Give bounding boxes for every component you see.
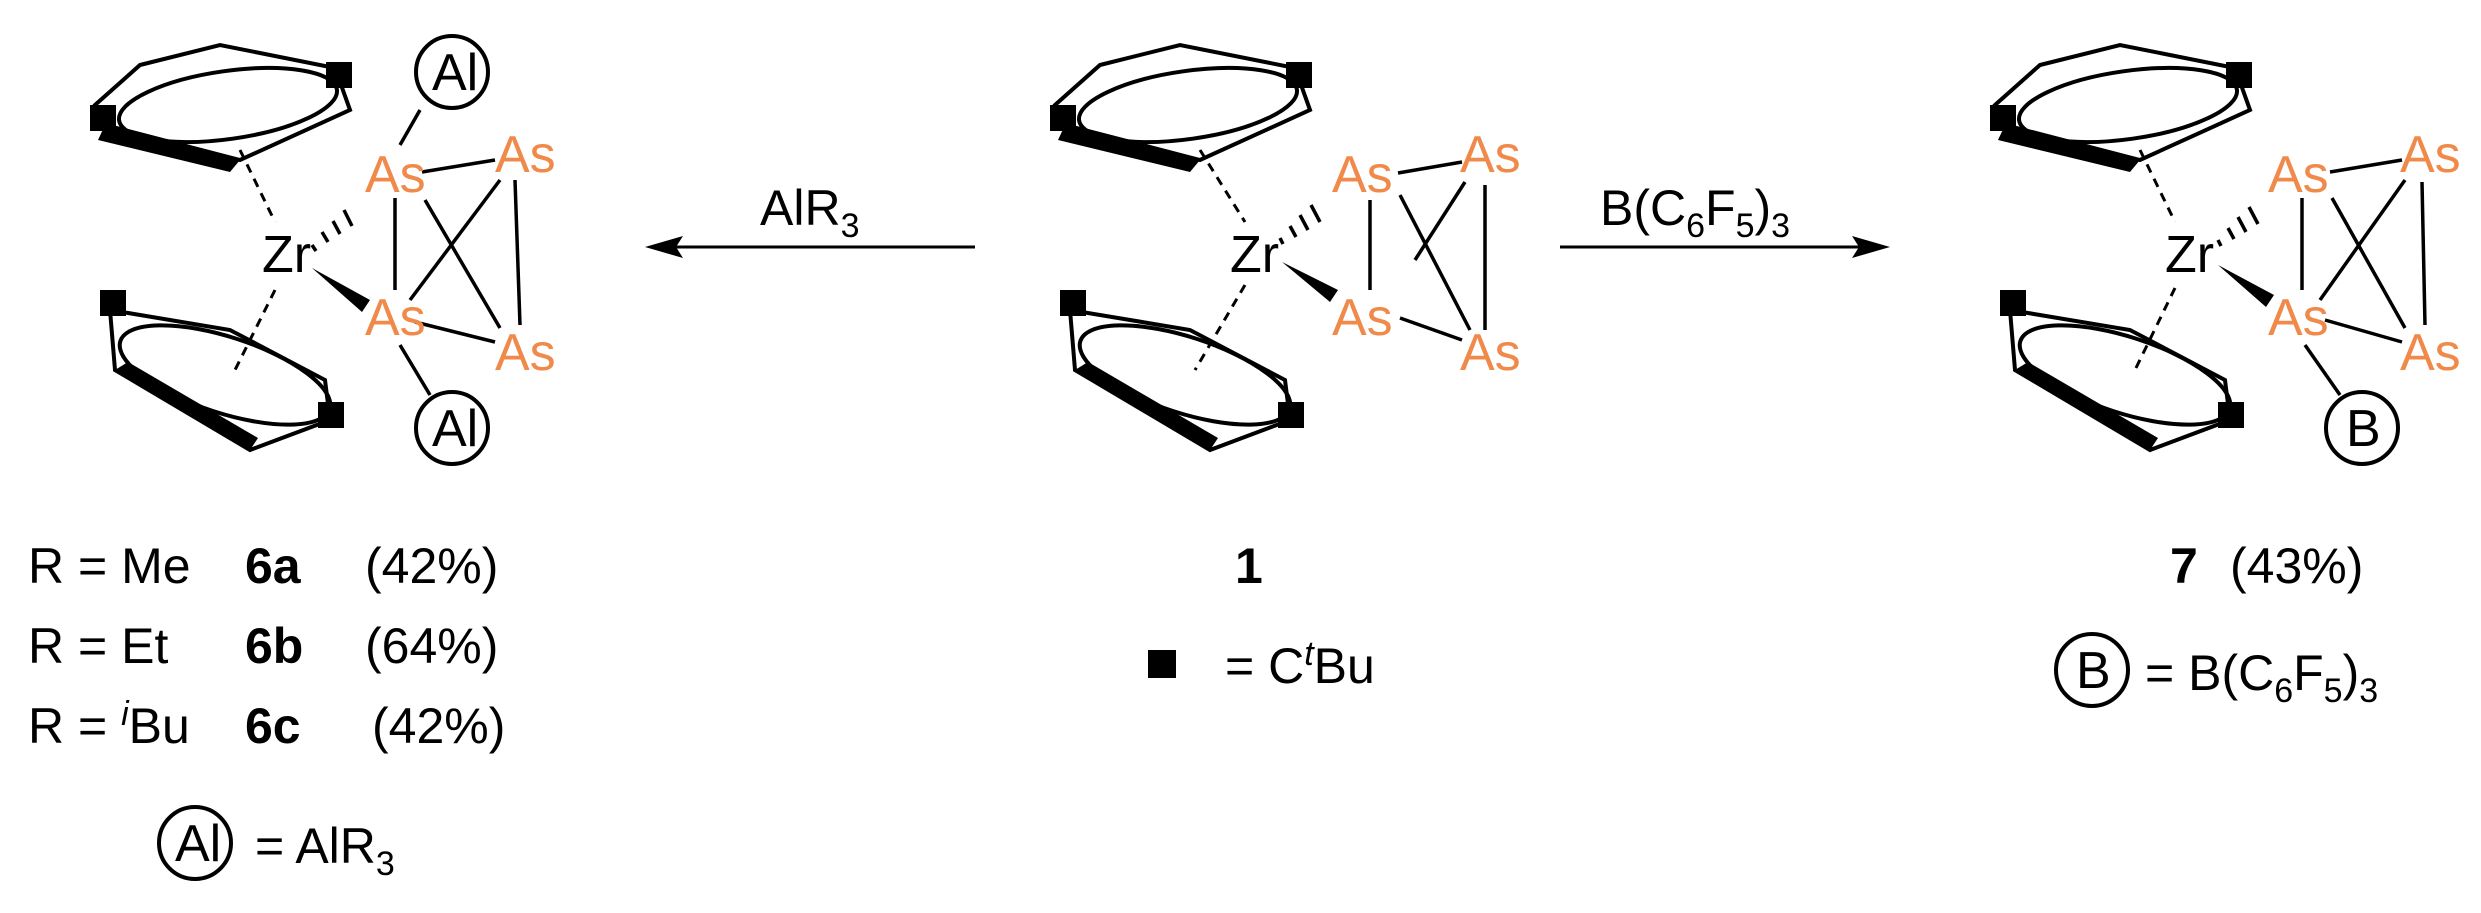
compound-6-structure: Al Al Zr As As As As <box>88 34 556 466</box>
r-label: R = iBu <box>28 695 190 754</box>
as-atom: As <box>1460 126 1521 184</box>
hashed-wedge-bond <box>2216 206 2260 247</box>
cp-ligand-upper <box>88 43 354 174</box>
bcf-legend-text: = B(C6F5)3 <box>2145 645 2378 710</box>
yield: (64%) <box>365 618 498 674</box>
reaction-arrow-alr3: AlR3 <box>645 180 975 258</box>
cp-ligand-lower <box>1998 288 2246 452</box>
reagent-bcf: B(C6F5)3 <box>1600 180 1790 245</box>
as-atom: As <box>495 324 556 382</box>
compound-number: 6a <box>245 538 302 594</box>
circled-al-bottom <box>414 390 490 466</box>
compound-1-labels: 1 = CtBu <box>1148 538 1375 694</box>
cp-ligand-upper <box>1988 43 2254 174</box>
as-atom: As <box>2400 324 2461 382</box>
zr-atom: Zr <box>2165 226 2214 284</box>
hashed-wedge-bond <box>1278 204 1322 245</box>
zr-atom: Zr <box>1230 226 1279 284</box>
as-atom: As <box>365 146 426 204</box>
square-marker <box>1148 650 1176 678</box>
ctbu-legend: = CtBu <box>1225 635 1375 694</box>
cp-ligand-lower <box>98 288 346 452</box>
cp-ligand-upper <box>1048 43 1314 174</box>
as-atom: As <box>2400 126 2461 184</box>
circled-al-legend <box>157 805 233 881</box>
compound-1-structure: Zr As As As As <box>1048 43 1521 452</box>
cp-ligand-lower <box>1058 288 1306 452</box>
compound-6-table: R = Me 6a (42%) R = Et 6b (64%) R = iBu … <box>28 538 505 883</box>
as-atom: As <box>2268 146 2329 204</box>
yield: (43%) <box>2230 538 2363 594</box>
r-label: R = Et <box>28 618 168 674</box>
compound-number: 7 <box>2170 538 2198 594</box>
solid-wedge-bond <box>2218 265 2274 307</box>
circled-b-legend <box>2054 632 2130 708</box>
as-atom: As <box>1460 324 1521 382</box>
compound-number: 6b <box>245 618 303 674</box>
b-legend-symbol: B <box>2076 642 2111 700</box>
compound-7-structure: B Zr As As As As <box>1988 43 2461 466</box>
circled-b <box>2324 390 2400 466</box>
al-label-top: Al <box>432 44 478 102</box>
compound-7-labels: 7 (43%) B = B(C6F5)3 <box>2054 538 2378 710</box>
zr-atom: Zr <box>262 226 311 284</box>
as-atom: As <box>1332 289 1393 347</box>
b-label: B <box>2346 400 2381 458</box>
r-label: R = Me <box>28 538 191 594</box>
solid-wedge-bond <box>312 268 370 312</box>
solid-wedge-bond <box>1282 262 1338 302</box>
al-legend-text: = AlR3 <box>255 818 395 883</box>
as-atom: As <box>2268 289 2329 347</box>
reagent-alr3: AlR3 <box>760 180 860 245</box>
as-atom: As <box>1332 146 1393 204</box>
yield: (42%) <box>372 698 505 754</box>
yield: (42%) <box>365 538 498 594</box>
as-atom: As <box>365 289 426 347</box>
circled-al-top <box>414 34 490 110</box>
hashed-wedge-bond <box>310 209 354 252</box>
al-legend-symbol: Al <box>175 815 221 873</box>
compound-number: 6c <box>245 698 301 754</box>
reaction-arrow-bcf: B(C6F5)3 <box>1560 180 1890 258</box>
compound-number: 1 <box>1235 538 1263 594</box>
al-label-bottom: Al <box>432 400 478 458</box>
as-atom: As <box>495 126 556 184</box>
